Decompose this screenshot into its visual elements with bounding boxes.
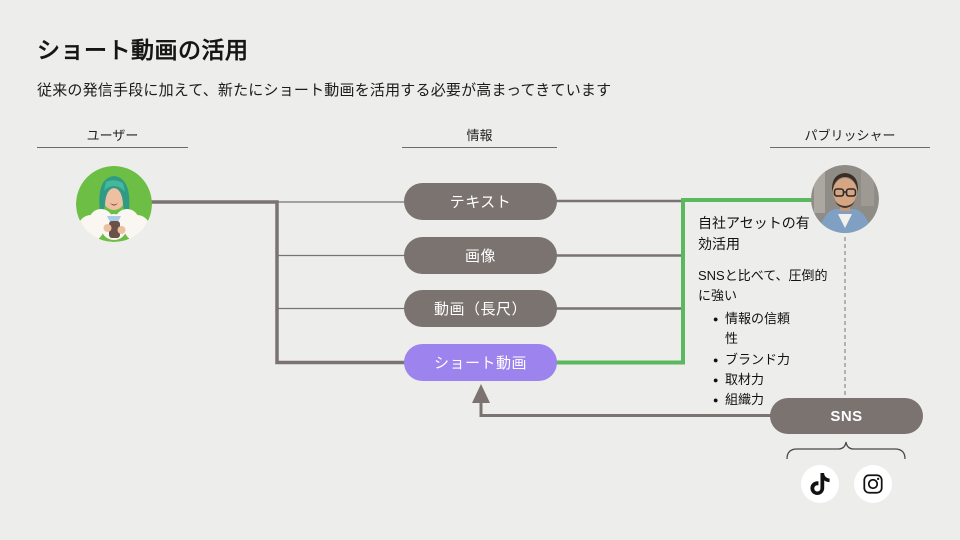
sns-feedback-arrowhead [472, 384, 490, 403]
page-subtitle: 従来の発信手段に加えて、新たにショート動画を活用する必要が高まってきています [37, 82, 612, 99]
publisher-avatar-illustration [811, 165, 879, 233]
tiktok-icon [801, 465, 839, 503]
bullet-text: 組織力 [725, 391, 765, 407]
short-video-highlight-line [556, 198, 812, 365]
sns-pill: SNS [770, 398, 923, 434]
publisher-notes-bullets: ● 情報の信頼性 ● ブランド力 ● 取材力 ● 組織力 [698, 309, 830, 410]
info-pill-image: 画像 [404, 237, 557, 274]
bullet-text: ブランド力 [725, 351, 791, 367]
info-pill-long-video: 動画（長尺） [404, 290, 557, 327]
instagram-icon [854, 465, 892, 503]
bullet-text: 情報の信頼性 [725, 311, 791, 347]
publisher-notes-subheading: SNSと比べて、圧倒的に強い [698, 268, 828, 304]
column-header-user: ユーザー [37, 125, 188, 148]
bullet-marker: ● [713, 354, 719, 365]
bullet-item: ● ブランド力 [698, 350, 830, 370]
bullet-marker: ● [713, 374, 719, 385]
bullet-item: ● 取材力 [698, 370, 830, 390]
bullet-marker: ● [713, 314, 719, 325]
publisher-notes: 自社アセットの有効活用 SNSと比べて、圧倒的に強い ● 情報の信頼性 ● ブラ… [698, 213, 830, 410]
user-trunk-line [147, 200, 406, 365]
info-pill-short-video: ショート動画 [404, 344, 557, 381]
column-header-publisher: パブリッシャー [770, 125, 930, 148]
sns-brace [786, 441, 906, 460]
column-header-info: 情報 [402, 125, 557, 148]
info-pill-text: テキスト [404, 183, 557, 220]
bullet-text: 取材力 [725, 371, 765, 387]
sns-feedback-line [479, 402, 772, 417]
user-avatar-illustration [76, 166, 152, 242]
bullet-marker: ● [713, 394, 719, 405]
page-title: ショート動画の活用 [37, 37, 249, 63]
publisher-avatar [811, 165, 879, 233]
bullet-item: ● 情報の信頼性 [698, 309, 830, 349]
bullet-item: ● 組織力 [698, 390, 830, 410]
publisher-notes-heading: 自社アセットの有効活用 [698, 215, 810, 252]
user-avatar [76, 166, 152, 242]
